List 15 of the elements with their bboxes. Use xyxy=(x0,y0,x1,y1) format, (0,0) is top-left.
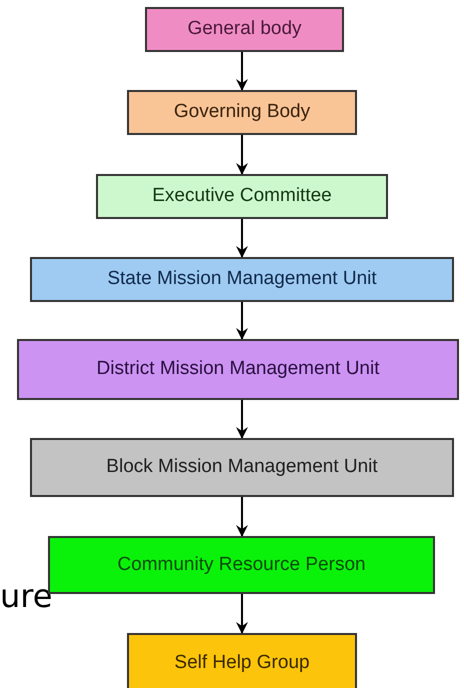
arrow xyxy=(236,302,248,340)
arrow xyxy=(236,135,248,175)
process-box: State Mission Management Unit xyxy=(30,257,454,302)
process-box: Block Mission Management Unit xyxy=(30,438,454,497)
process-box: District Mission Management Unit xyxy=(17,339,459,400)
process-box: Governing Body xyxy=(127,90,357,135)
process-box: General body xyxy=(145,7,344,52)
arrow xyxy=(236,400,248,439)
arrow xyxy=(236,219,248,258)
arrow xyxy=(236,594,248,634)
process-box: Executive Committee xyxy=(96,174,388,219)
arrow xyxy=(236,52,248,91)
process-box: Self Help Group xyxy=(127,633,357,688)
arrow xyxy=(236,497,248,537)
process-box: Community Resource Person xyxy=(48,536,435,594)
